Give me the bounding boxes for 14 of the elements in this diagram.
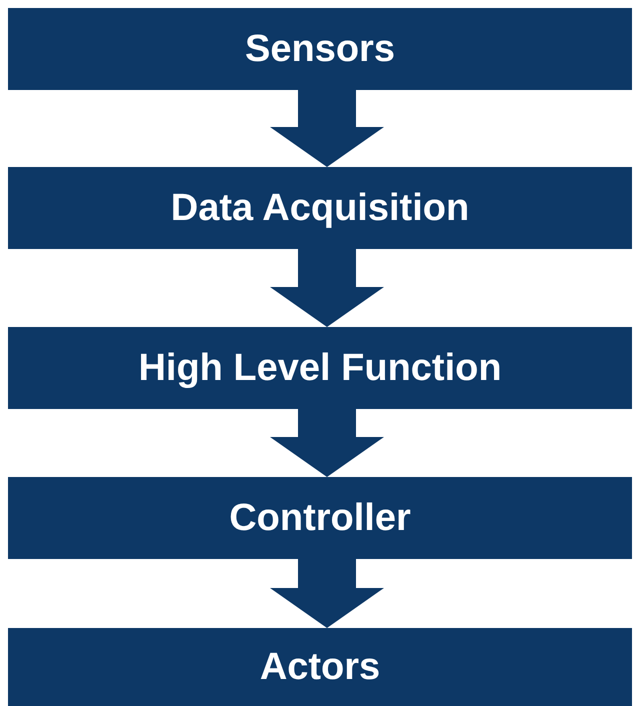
box-label: Actors xyxy=(260,646,380,688)
process-box xyxy=(8,167,632,249)
box-label: Controller xyxy=(229,496,411,540)
block-arrow xyxy=(270,409,384,477)
block-arrow xyxy=(270,90,384,167)
box-label: Sensors xyxy=(245,28,395,70)
process-box xyxy=(8,327,632,409)
box-label: High Level Function xyxy=(138,346,502,390)
block-arrow xyxy=(270,559,384,628)
box-label: Data Acquisition xyxy=(170,186,470,230)
process-box xyxy=(8,477,632,559)
block-arrow xyxy=(270,249,384,327)
process-box xyxy=(8,628,632,706)
process-box xyxy=(8,8,632,90)
